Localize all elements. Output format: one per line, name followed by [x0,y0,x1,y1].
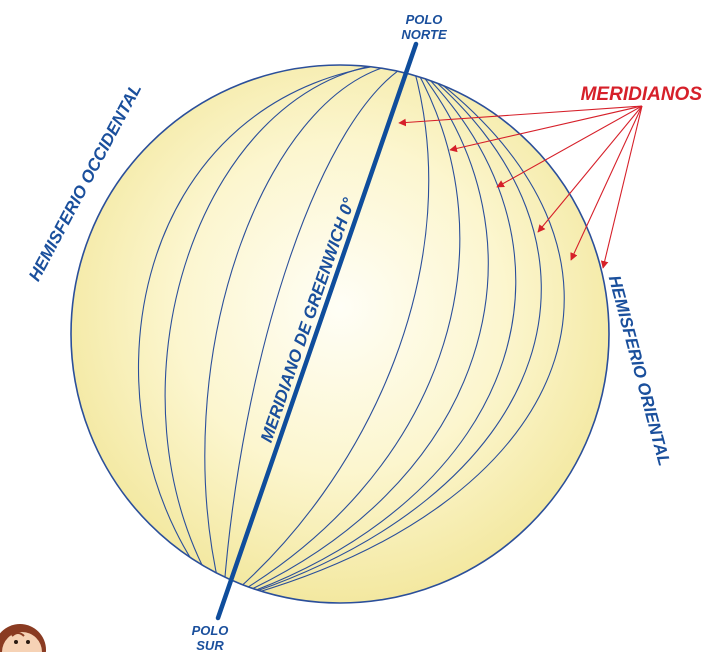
meridian-line [137,65,413,603]
meridian-arrow [398,105,643,127]
meridian-line [222,65,461,603]
south-pole-label-line1: POLO [192,623,229,638]
meridian-arrow [449,105,643,153]
meridian-line [222,65,542,603]
meridian-line [222,65,565,603]
meridian-line [222,65,430,603]
meridians-label: MERIDIANOS [581,84,703,105]
meridian-arrows [398,105,643,269]
meridian-arrow [600,105,643,269]
meridian-line [204,65,413,603]
meridian-lines [137,65,565,603]
globe-sphere [70,64,610,604]
eastern-hemisphere-label: HEMISFERIO ORIENTAL [605,273,674,467]
meridian-arrow [537,105,643,233]
cartoon-face-icon [0,624,46,652]
meridian-line [222,65,489,603]
meridian-arrow [496,105,643,188]
meridian-arrow [570,105,643,261]
south-pole-label-line2: SUR [196,638,224,652]
meridian-line [222,65,413,603]
meridian-line [164,65,413,603]
greenwich-axis [215,41,419,621]
north-pole-label-line2: NORTE [401,27,447,42]
north-pole-label-line1: POLO [406,12,443,27]
